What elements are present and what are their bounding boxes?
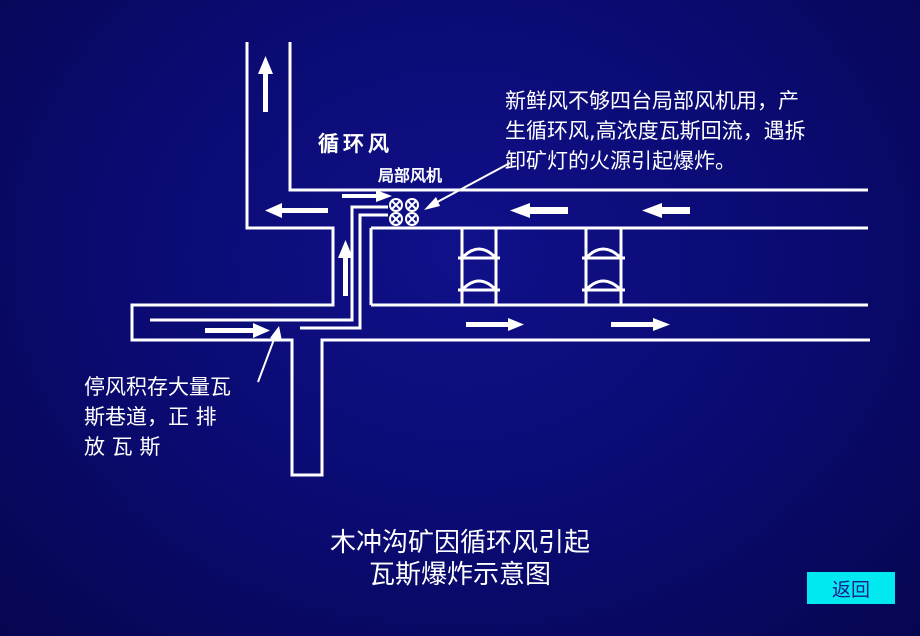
arrow-left-main-2 xyxy=(642,203,690,218)
arrow-left-main-1 xyxy=(510,203,568,218)
annotation-line: 停风积存大量瓦 xyxy=(84,375,231,399)
arrow-right-lower-2 xyxy=(611,318,670,331)
return-button[interactable]: 返回 xyxy=(807,572,895,604)
arrow-left-upper xyxy=(265,203,328,218)
arrow-up-duct xyxy=(338,240,353,296)
annotation-line: 新鲜风不够四台局部风机用，产 xyxy=(505,89,799,113)
arrow-up-shaft xyxy=(258,56,273,112)
fan-icon xyxy=(389,212,403,226)
ventilation-duct xyxy=(150,205,388,330)
arrow-recirc-right xyxy=(342,190,392,202)
annotation-line: 放 瓦 斯 xyxy=(84,435,161,459)
caption-line: 木冲沟矿因循环风引起 xyxy=(329,528,590,558)
fan-icon xyxy=(389,198,403,212)
annotation-line: 斯巷道，正 排 xyxy=(84,405,217,429)
annotation-line: 卸矿灯的火源引起爆炸。 xyxy=(505,149,736,173)
leader-lines xyxy=(257,162,511,383)
fan-icon xyxy=(405,198,419,212)
pillar-blocks xyxy=(369,228,623,305)
air-door-1 xyxy=(458,247,500,292)
label-recirculation: 循环风 xyxy=(318,132,393,156)
caption-line: 瓦斯爆炸示意图 xyxy=(368,560,551,590)
arrow-right-lower-1 xyxy=(466,318,524,331)
arrow-right-lower-left xyxy=(205,323,270,338)
annotation-recirculation-cause: 新鲜风不够四台局部风机用，产 生循环风,高浓度瓦斯回流，遇拆 卸矿灯的火源引起爆… xyxy=(505,86,806,176)
diagram-caption: 木冲沟矿因循环风引起 瓦斯爆炸示意图 xyxy=(0,527,920,591)
annotation-line: 生循环风,高浓度瓦斯回流，遇拆 xyxy=(505,119,806,143)
annotation-gas-discharge: 停风积存大量瓦 斯巷道，正 排 放 瓦 斯 xyxy=(84,372,231,462)
airflow-arrows xyxy=(205,56,690,338)
local-fan-icons xyxy=(389,198,419,226)
air-door-2 xyxy=(582,247,625,292)
fan-icon xyxy=(405,212,419,226)
label-local-fan: 局部风机 xyxy=(378,166,443,185)
